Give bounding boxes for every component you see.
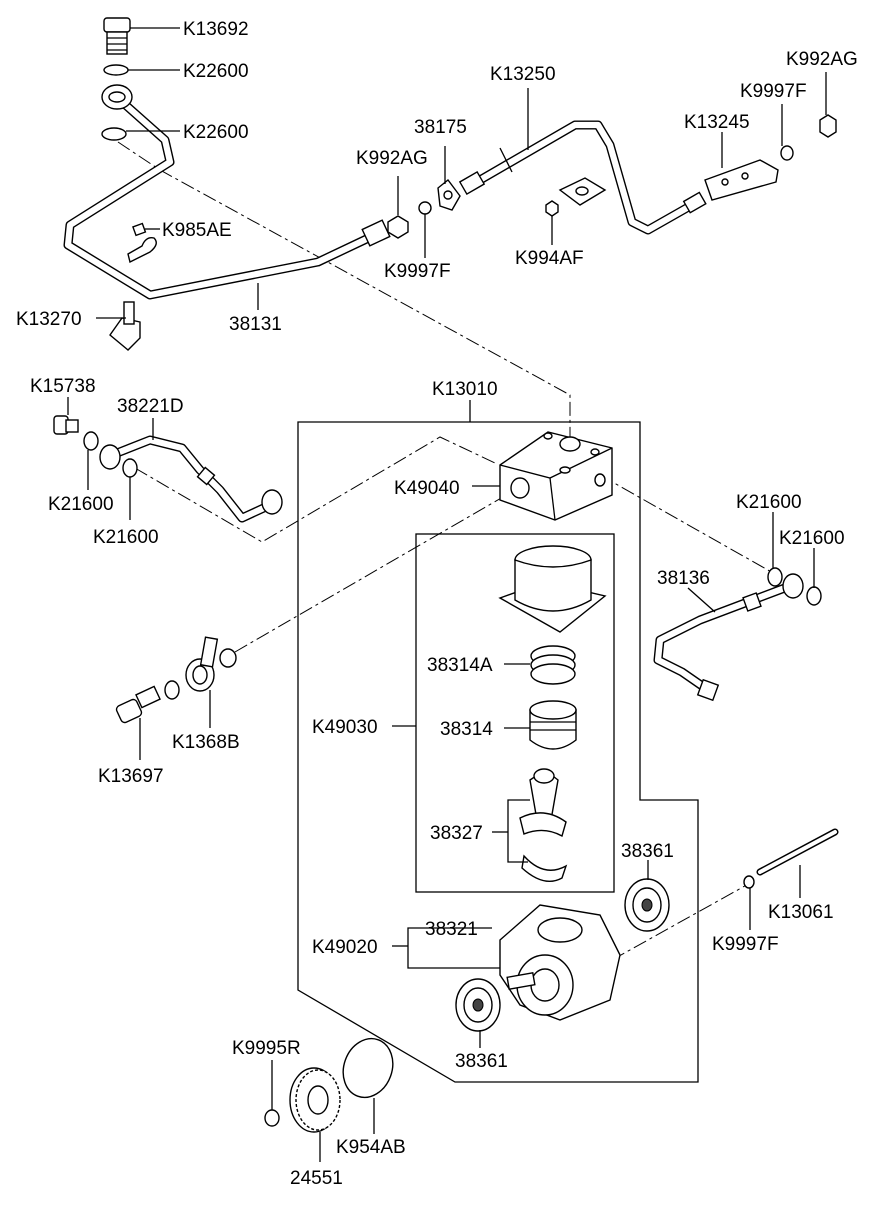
washer-k21600-b bbox=[122, 458, 138, 478]
label-38175: 38175 bbox=[414, 117, 467, 138]
flange-plate bbox=[558, 177, 607, 206]
label-k21600-a: K21600 bbox=[48, 494, 114, 515]
label-38221d: 38221D bbox=[117, 396, 184, 417]
label-k22600-lower: K22600 bbox=[183, 122, 249, 143]
piston-38314 bbox=[529, 700, 577, 750]
label-k13270: K13270 bbox=[16, 309, 82, 330]
banjo-fitting bbox=[101, 84, 133, 110]
washer-k21600-c bbox=[767, 567, 783, 587]
label-38327: 38327 bbox=[430, 823, 483, 844]
bearing-38361-upper bbox=[624, 878, 670, 932]
connecting-rod-38327 bbox=[519, 768, 568, 882]
washer-k9997f-stud bbox=[743, 875, 755, 889]
bolt-k13697 bbox=[115, 685, 161, 724]
washer-k9997f-left bbox=[418, 201, 432, 215]
pipe-k13250 bbox=[458, 120, 707, 235]
label-k994af: K994AF bbox=[515, 248, 584, 269]
banjo-k1368b bbox=[185, 636, 219, 692]
nut-k994af bbox=[545, 200, 559, 217]
washer-k9995r bbox=[264, 1109, 280, 1127]
label-k992ag-right: K992AG bbox=[786, 49, 858, 70]
washer-k22600-upper bbox=[103, 64, 129, 76]
nut-k992ag-right bbox=[819, 114, 837, 138]
label-k49030: K49030 bbox=[312, 717, 378, 738]
label-k49040: K49040 bbox=[394, 478, 460, 499]
assembly-dash-lines bbox=[117, 141, 783, 961]
label-38314: 38314 bbox=[440, 719, 493, 740]
label-k9997f-left: K9997F bbox=[384, 261, 451, 282]
label-38321: 38321 bbox=[425, 919, 478, 940]
label-k13061: K13061 bbox=[768, 902, 834, 923]
clip-k985ae bbox=[127, 222, 157, 264]
label-38361-upper: 38361 bbox=[621, 841, 674, 862]
label-38136: 38136 bbox=[657, 568, 710, 589]
label-38361-lower: 38361 bbox=[455, 1051, 508, 1072]
label-k13250: K13250 bbox=[490, 64, 556, 85]
label-k13697: K13697 bbox=[98, 766, 164, 787]
washer-k1368b-a bbox=[219, 648, 237, 668]
label-k1368b: K1368B bbox=[172, 732, 240, 753]
assembly-outline-k49030 bbox=[415, 533, 615, 893]
assembly-outline-k13010 bbox=[297, 421, 699, 1083]
gear-24551 bbox=[289, 1067, 341, 1133]
label-38314a: 38314A bbox=[427, 655, 493, 676]
label-k954ab: K954AB bbox=[336, 1137, 406, 1158]
label-24551: 24551 bbox=[290, 1168, 343, 1189]
bolt-k15738 bbox=[53, 415, 79, 435]
stud-k13061 bbox=[756, 828, 839, 876]
label-k21600-d: K21600 bbox=[779, 528, 845, 549]
washer-k21600-d bbox=[806, 586, 822, 606]
label-k49020: K49020 bbox=[312, 937, 378, 958]
nut-k992ag-left bbox=[387, 215, 409, 239]
pipe-38136 bbox=[653, 573, 804, 702]
fitting-38175 bbox=[437, 179, 461, 211]
leader-lines bbox=[67, 27, 827, 1162]
piston-rings-38314a bbox=[530, 645, 576, 685]
crankcase-38321 bbox=[499, 904, 621, 1021]
label-k992ag-left: K992AG bbox=[356, 148, 428, 169]
washer-k1368b-b bbox=[164, 680, 180, 700]
label-k9995r: K9995R bbox=[232, 1038, 301, 1059]
washer-k22600-lower bbox=[101, 127, 127, 141]
pipe-38221d bbox=[99, 435, 283, 523]
label-k13245: K13245 bbox=[684, 112, 750, 133]
cylinder-38314a-housing bbox=[498, 545, 607, 633]
pipe-38131 bbox=[63, 95, 391, 300]
label-k22600-upper: K22600 bbox=[183, 61, 249, 82]
banjo-bolt-k13692 bbox=[103, 17, 131, 55]
washer-k21600-a bbox=[83, 431, 99, 451]
label-k9997f-stud: K9997F bbox=[712, 934, 779, 955]
label-k9997f-right: K9997F bbox=[740, 81, 807, 102]
bracket-k13245 bbox=[704, 159, 779, 201]
bracket-k13270 bbox=[109, 301, 141, 351]
label-38131: 38131 bbox=[229, 314, 282, 335]
washer-k9997f-right bbox=[780, 145, 794, 161]
label-k21600-c: K21600 bbox=[736, 492, 802, 513]
label-k15738: K15738 bbox=[30, 376, 96, 397]
bearing-38361-lower bbox=[455, 978, 501, 1032]
o-ring-k954ab bbox=[342, 1037, 394, 1099]
label-k21600-b: K21600 bbox=[93, 527, 159, 548]
label-k13692: K13692 bbox=[183, 19, 249, 40]
cylinder-head-k49040 bbox=[499, 431, 613, 521]
label-k985ae: K985AE bbox=[162, 220, 232, 241]
label-k13010: K13010 bbox=[432, 379, 498, 400]
